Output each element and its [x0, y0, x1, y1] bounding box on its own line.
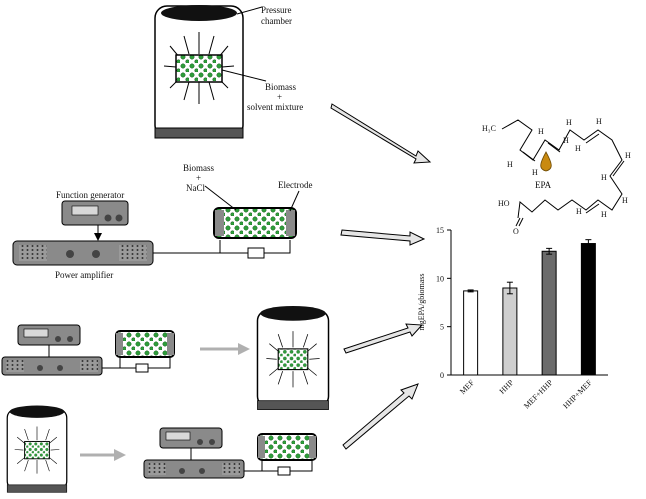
hhp-panel: Pressure chamber Biomass + solvent mixtu… — [154, 5, 303, 139]
pressure-chamber-label-1: Pressure — [261, 5, 292, 15]
y-tick-label: 5 — [440, 323, 444, 332]
biomass-nacl-label-2: + — [196, 173, 201, 183]
current-meter — [247, 247, 265, 259]
bar — [463, 290, 479, 376]
biomass-sample — [175, 54, 223, 83]
svg-text:H: H — [601, 210, 607, 219]
amplifier-grille — [119, 245, 147, 261]
carbonyl-bond — [515, 217, 521, 227]
hhp-chamber-small — [256, 305, 330, 411]
generator-display — [71, 205, 99, 216]
vessel-lid — [161, 5, 237, 21]
electrode-right — [286, 210, 295, 236]
oil-drop-icon — [540, 151, 552, 172]
mef-setup-small — [1, 324, 175, 376]
svg-text:H: H — [507, 160, 513, 169]
mef-hhp-panel — [1, 305, 330, 411]
converging-arrows — [330, 103, 432, 450]
double-bonds — [522, 133, 625, 214]
sequence-arrow-head — [114, 449, 126, 461]
biomass-mix-label-1: Biomass — [265, 82, 297, 92]
svg-text:H: H — [622, 196, 628, 205]
hhp-mef-panel — [6, 404, 317, 493]
bar — [541, 250, 557, 376]
ch3-label: H₃C — [482, 124, 496, 133]
svg-text:H: H — [532, 168, 538, 177]
vessel-base — [154, 127, 244, 139]
sequence-arrow-head — [238, 343, 250, 355]
arrow-hhp-mef — [342, 383, 419, 450]
hhp-chamber-small — [6, 404, 68, 493]
amplifier-grille — [19, 245, 47, 261]
arrow-hhp — [330, 103, 432, 164]
carbonyl-bond — [518, 217, 524, 227]
wire — [153, 240, 221, 254]
pressure-lines — [163, 32, 235, 104]
wire — [264, 240, 291, 254]
biomass-mix-label-2: + — [277, 92, 282, 102]
svg-text:H: H — [576, 207, 582, 216]
arrow-mef-hhp — [343, 323, 424, 354]
x-tick-label: MEF+HHP — [522, 378, 555, 411]
mef-panel: Function generator Power amplifier Bioma… — [12, 163, 312, 280]
svg-text:H: H — [596, 117, 602, 126]
x-tick-label: HHP+MEF — [561, 378, 594, 411]
function-generator-label: Function generator — [56, 190, 124, 200]
svg-text:H: H — [538, 127, 544, 136]
oxygen-label: O — [513, 227, 519, 236]
biomass-mix-label-3: solvent mixture — [247, 102, 303, 112]
y-axis-label: mgEPA/gbiomass — [417, 273, 426, 330]
generator-knob — [104, 214, 112, 222]
x-tick-label: HHP — [498, 378, 516, 396]
svg-text:H: H — [563, 136, 569, 145]
carbon-chain — [501, 119, 623, 219]
epa-label: EPA — [535, 180, 552, 190]
leader-line — [204, 185, 237, 211]
amplifier-knob — [66, 250, 74, 258]
electrode-label: Electrode — [278, 180, 312, 190]
bar — [502, 287, 518, 376]
leader-line — [236, 6, 263, 15]
leader-line — [221, 69, 267, 82]
svg-text:H: H — [566, 118, 572, 127]
biomass-nacl-label-1: Biomass — [183, 163, 215, 173]
arrow-mef — [340, 229, 426, 246]
amplifier-knob — [92, 250, 100, 258]
x-tick-label: MEF — [458, 378, 476, 396]
svg-text:H: H — [575, 144, 581, 153]
biomass-nacl-label-3: NaCl — [186, 183, 205, 193]
electrode-left — [215, 210, 224, 236]
pressure-chamber-label-2: chamber — [261, 16, 292, 26]
leader-line — [289, 190, 300, 212]
y-tick-label: 10 — [436, 274, 444, 283]
mef-setup-small — [143, 427, 317, 479]
svg-text:H: H — [625, 151, 631, 160]
y-tick-label: 0 — [440, 371, 444, 380]
generator-knob — [115, 214, 123, 222]
svg-text:H: H — [601, 173, 607, 182]
power-amplifier-label: Power amplifier — [55, 270, 113, 280]
hydroxyl-label: HO — [498, 199, 510, 208]
y-tick-label: 15 — [436, 226, 444, 235]
bar — [580, 243, 596, 376]
treatment-chamber — [213, 207, 297, 239]
